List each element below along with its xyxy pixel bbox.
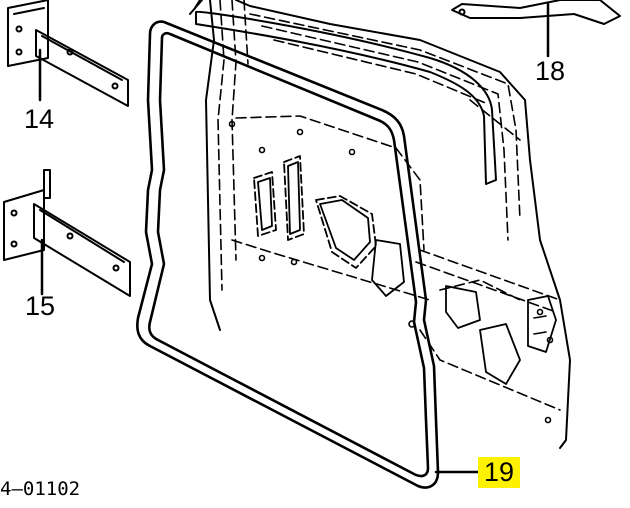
leader-lines <box>38 50 550 474</box>
hinge-15 <box>3 169 131 297</box>
hinge-14 <box>7 0 129 107</box>
callout-14: 14 <box>24 104 55 134</box>
weatherstrip-19 <box>136 20 440 489</box>
drawing-code: 4—01102 <box>0 478 81 500</box>
callout-18: 18 <box>535 56 566 86</box>
check-strap-18 <box>451 0 621 54</box>
callout-19-highlighted: 19 <box>478 457 521 488</box>
door-shell <box>189 0 571 449</box>
callout-15: 15 <box>25 291 56 321</box>
